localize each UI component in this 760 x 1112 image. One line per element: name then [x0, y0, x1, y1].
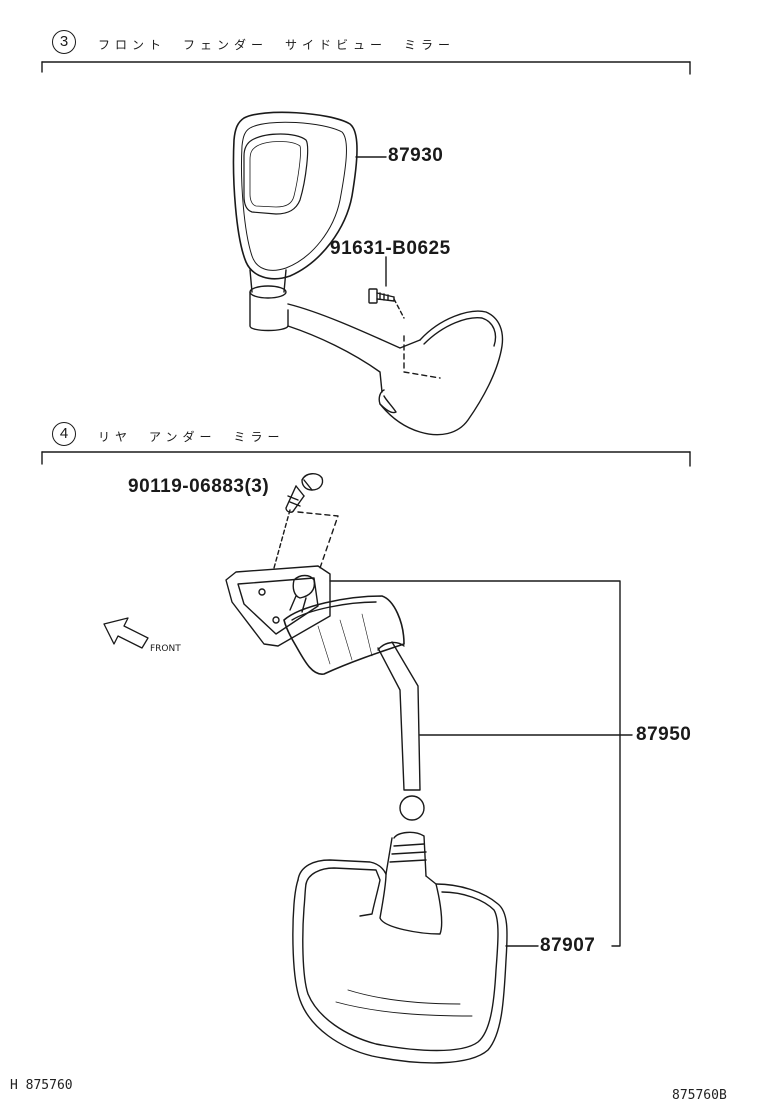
- section-3-bracket: [41, 61, 691, 75]
- front-label: FRONT: [150, 644, 181, 654]
- part-number-label[interactable]: 91631-B0625: [330, 238, 451, 259]
- section-4-bracket: [41, 451, 691, 467]
- rear-mirror-arm-base: [283, 595, 405, 675]
- section-title: リヤ アンダー ミラー: [98, 430, 285, 444]
- rear-mirror-leaders: [329, 580, 633, 947]
- section-number-text: 4: [59, 425, 69, 442]
- rear-mirror-head: [292, 831, 508, 1064]
- section-number: 3: [52, 30, 76, 54]
- part-number-label[interactable]: 87907: [540, 935, 596, 956]
- part-number-label[interactable]: 87930: [388, 145, 444, 166]
- footer-left-code: H 875760: [10, 1078, 73, 1093]
- rear-mirror-arm: [377, 641, 425, 821]
- part-number-label[interactable]: 87950: [636, 724, 692, 745]
- fender-mirror-head: [232, 111, 358, 280]
- footer-right-code: 875760B: [672, 1088, 727, 1103]
- fender-mirror-screw: [368, 288, 405, 319]
- section-title: フロント フェンダー サイドビュー ミラー: [98, 38, 456, 52]
- rear-mirror-bracket: [225, 565, 331, 647]
- part-number-label[interactable]: 90119-06883(3): [128, 476, 270, 497]
- section-number-text: 3: [59, 33, 69, 50]
- front-arrow-icon: [103, 617, 149, 649]
- section-number: 4: [52, 422, 76, 446]
- rear-mirror-bolt: [273, 473, 339, 569]
- fender-mirror-stay: [249, 269, 504, 436]
